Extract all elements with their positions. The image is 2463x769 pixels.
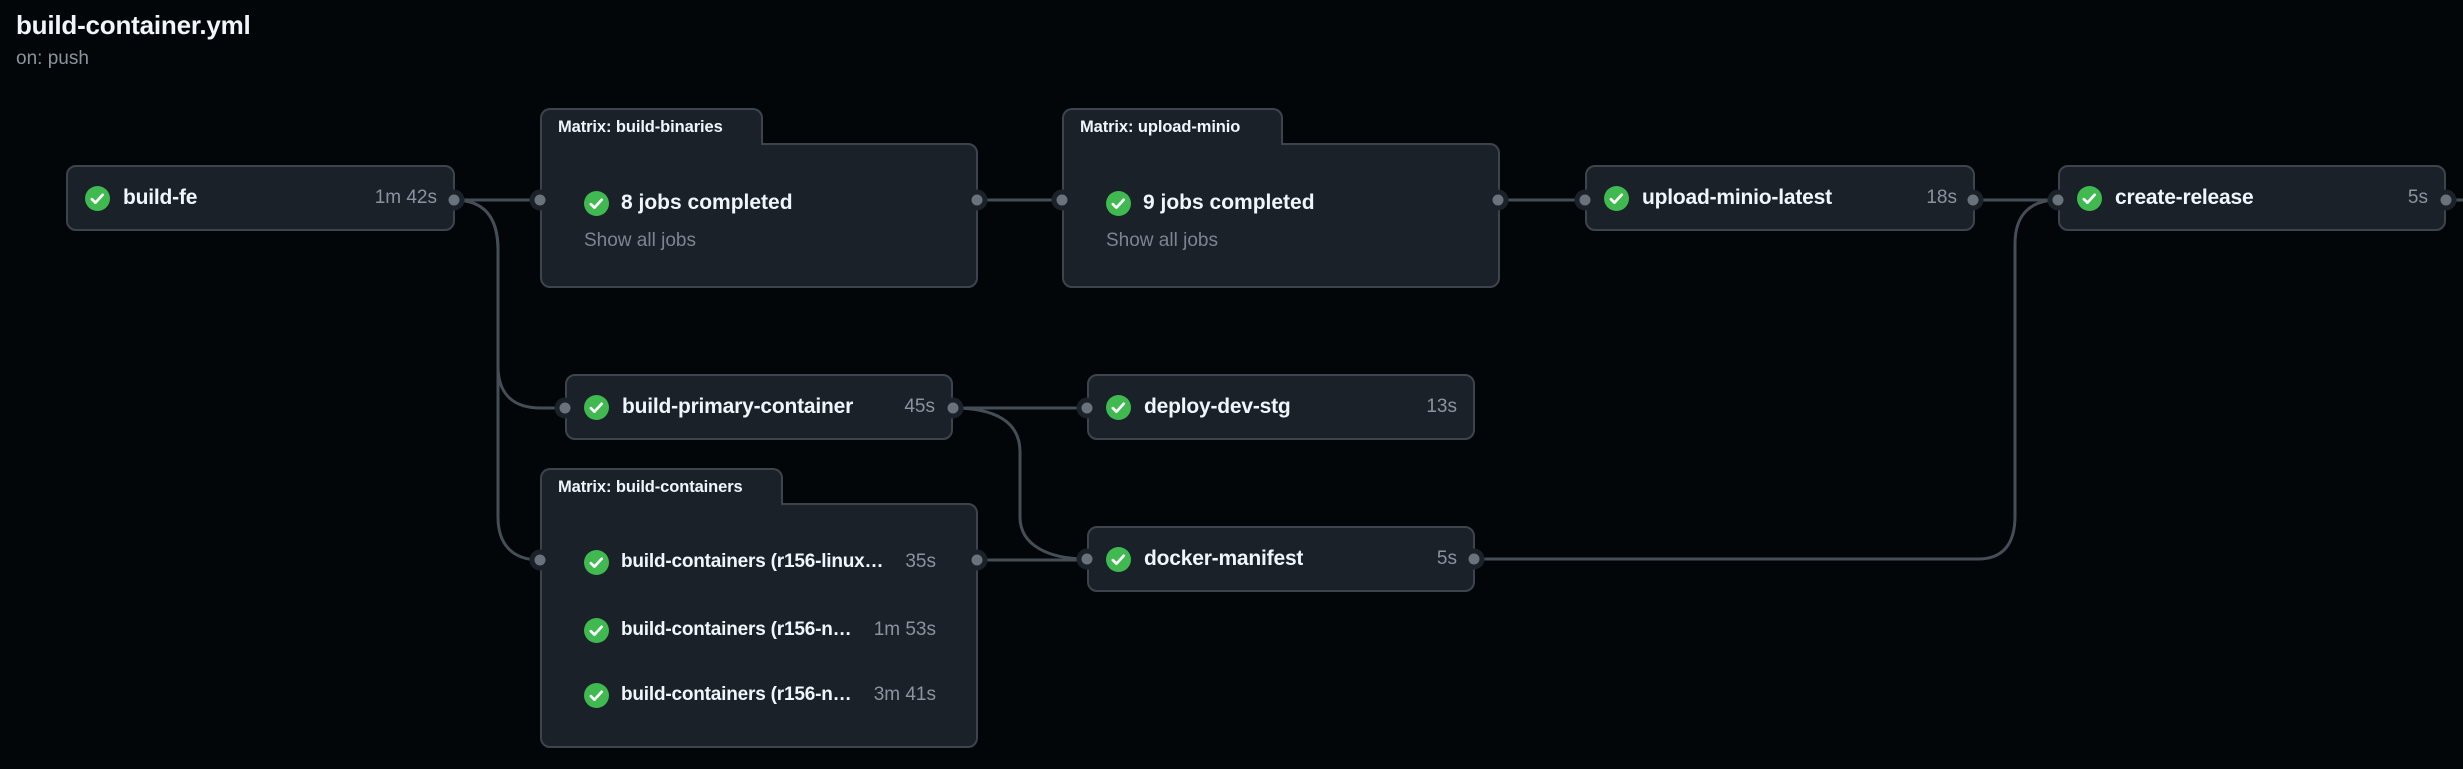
success-check-icon: [2077, 185, 2102, 211]
matrix-job-row[interactable]: build-containers (r156-linux… 35s: [584, 546, 936, 578]
job-duration: 5s: [1436, 548, 1457, 569]
matrix-tab-label: Matrix: upload-minio: [1080, 118, 1241, 136]
workflow-title: build-container.yml: [16, 10, 251, 40]
job-label: build-containers (r156-n…: [621, 684, 852, 705]
matrix-tab-build-binaries: Matrix: build-binaries: [540, 108, 763, 145]
job-duration: 13s: [1426, 396, 1457, 417]
workflow-trigger: on: push: [16, 48, 89, 69]
success-check-icon: [1106, 394, 1131, 420]
matrix-tab-upload-minio: Matrix: upload-minio: [1062, 108, 1283, 145]
matrix-summary: 9 jobs completed: [1143, 191, 1315, 214]
job-label: deploy-dev-stg: [1144, 395, 1291, 418]
job-label: build-primary-container: [622, 395, 854, 418]
job-node-docker-manifest[interactable]: docker-manifest 5s: [1087, 526, 1475, 592]
show-all-jobs-link[interactable]: Show all jobs: [584, 230, 696, 251]
job-duration: 45s: [904, 396, 935, 417]
job-node-build-primary-container[interactable]: build-primary-container 45s: [565, 374, 953, 440]
workflow-header: build-container.yml on: push: [16, 10, 251, 70]
matrix-body-build-binaries[interactable]: 8 jobs completed Show all jobs: [540, 143, 978, 288]
job-duration: 3m 41s: [873, 684, 936, 705]
job-duration: 35s: [905, 551, 936, 572]
job-node-build-fe[interactable]: build-fe 1m 42s: [66, 165, 455, 231]
job-duration: 1m 53s: [873, 619, 936, 640]
edge-buildfe-to-containers: [453, 198, 541, 562]
edge-primary-to-manifest: [952, 406, 1088, 561]
job-node-create-release[interactable]: create-release 5s: [2058, 165, 2446, 231]
job-label: build-fe: [123, 186, 198, 209]
job-duration: 18s: [1926, 187, 1957, 208]
job-label: docker-manifest: [1144, 547, 1304, 570]
success-check-icon: [584, 190, 609, 216]
matrix-tab-label: Matrix: build-containers: [558, 478, 743, 496]
job-label: build-containers (r156-n…: [621, 619, 852, 640]
matrix-summary-row: 9 jobs completed: [1106, 187, 1458, 219]
matrix-tab-build-containers: Matrix: build-containers: [540, 468, 783, 505]
show-all-jobs-link[interactable]: Show all jobs: [1106, 230, 1218, 251]
job-label: build-containers (r156-linux…: [621, 551, 884, 572]
matrix-job-row[interactable]: build-containers (r156-n… 1m 53s: [584, 614, 936, 646]
job-node-deploy-dev-stg[interactable]: deploy-dev-stg 13s: [1087, 374, 1475, 440]
matrix-body-upload-minio[interactable]: 9 jobs completed Show all jobs: [1062, 143, 1500, 288]
success-check-icon: [1604, 185, 1629, 211]
job-duration: 5s: [2407, 187, 2428, 208]
success-check-icon: [584, 549, 609, 575]
success-check-icon: [1106, 190, 1131, 216]
matrix-tab-label: Matrix: build-binaries: [558, 118, 723, 136]
success-check-icon: [584, 394, 609, 420]
success-check-icon: [1106, 546, 1131, 572]
success-check-icon: [584, 682, 609, 708]
matrix-summary: 8 jobs completed: [621, 191, 793, 214]
matrix-body-build-containers: build-containers (r156-linux… 35s build-…: [540, 503, 978, 748]
edge-manifest-to-release: [1474, 198, 2059, 561]
job-node-upload-minio-latest[interactable]: upload-minio-latest 18s: [1585, 165, 1975, 231]
success-check-icon: [85, 185, 110, 211]
matrix-job-row[interactable]: build-containers (r156-n… 3m 41s: [584, 679, 936, 711]
job-label: upload-minio-latest: [1642, 186, 1832, 209]
job-label: create-release: [2115, 186, 2254, 209]
success-check-icon: [584, 617, 609, 643]
job-duration: 1m 42s: [374, 187, 437, 208]
matrix-summary-row: 8 jobs completed: [584, 187, 936, 219]
